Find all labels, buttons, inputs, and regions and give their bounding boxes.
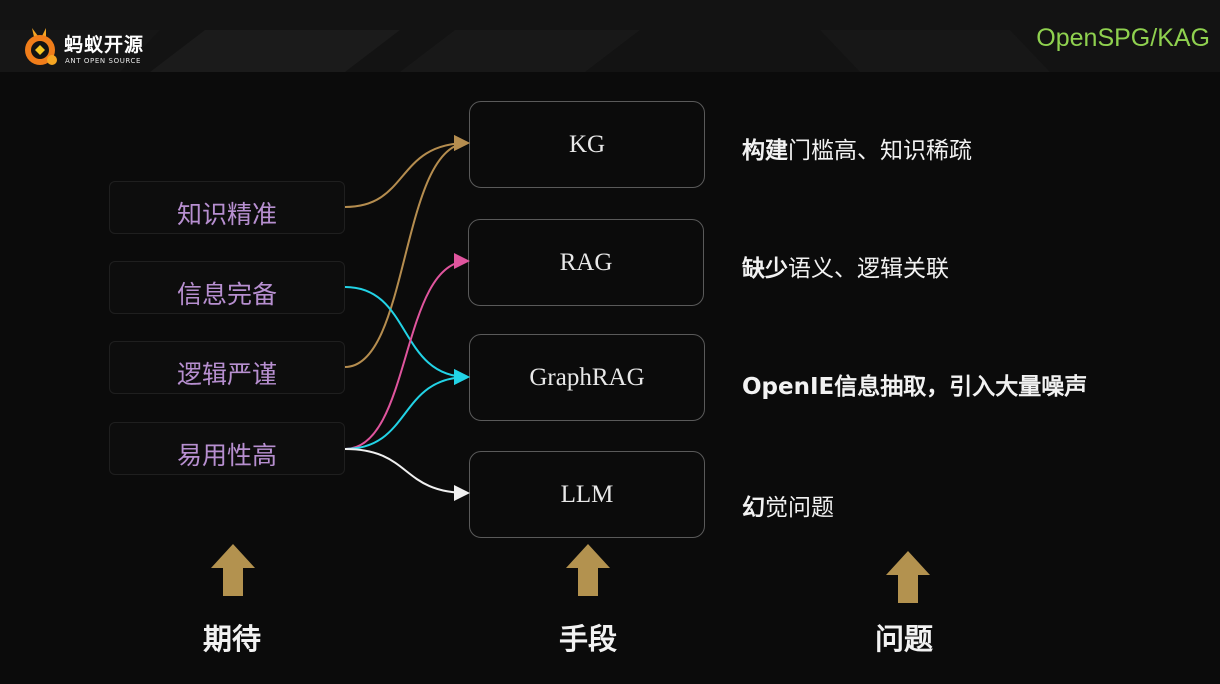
- up-arrow-icon: [886, 551, 930, 603]
- header-bar: 蚂蚁开源 ANT OPEN SOURCE OpenSPG/KAG: [0, 0, 1220, 72]
- expectation-box: [109, 341, 345, 394]
- connector-logic-to-kg: [344, 135, 470, 368]
- problem-rest: 觉问题: [765, 495, 834, 521]
- method-box-llm: LLM: [469, 451, 705, 538]
- problem-strong: 构建: [742, 138, 788, 164]
- expectation-label: 知识精准: [176, 200, 277, 229]
- connector-ease-to-rag: [344, 253, 470, 450]
- method-box-rag: RAG: [468, 219, 704, 306]
- connector-info-to-graphrag: [344, 286, 470, 385]
- problem-rest: 语义、逻辑关联: [788, 256, 949, 282]
- problem-strong: OpenIE信息抽取，引入大量噪声: [742, 374, 1088, 400]
- logo-english-text: ANT OPEN SOURCE: [65, 57, 142, 65]
- ant-open-source-logo: 蚂蚁开源 ANT OPEN SOURCE: [22, 24, 242, 72]
- logo-chinese-text: 蚂蚁开源: [64, 34, 145, 56]
- method-box-kg: KG: [469, 101, 705, 188]
- connector-ease-to-graphrag: [344, 369, 470, 450]
- expectation-box: [109, 181, 345, 234]
- method-box-graphrag: GraphRAG: [469, 334, 705, 421]
- expectation-box: [109, 261, 345, 314]
- problem-text: 缺少语义、逻辑关联: [742, 249, 949, 283]
- connector-knowledge-to-kg: [344, 135, 470, 208]
- up-arrow-icon: [211, 544, 255, 596]
- problem-text: 构建门槛高、知识稀疏: [742, 131, 972, 165]
- expectation-box: [109, 422, 345, 475]
- connector-ease-to-llm: [344, 448, 470, 501]
- brand-title: OpenSPG/KAG: [1036, 24, 1210, 52]
- expectation-label: 逻辑严谨: [176, 360, 277, 389]
- problem-text: OpenIE信息抽取，引入大量噪声: [742, 367, 1087, 401]
- problem-rest: 门槛高、知识稀疏: [788, 138, 972, 164]
- up-arrow-icon: [566, 544, 610, 596]
- expectation-label: 易用性高: [176, 441, 277, 470]
- column-label-problems: 问题: [874, 622, 933, 656]
- expectation-label: 信息完备: [176, 280, 277, 309]
- problem-strong: 幻: [742, 495, 765, 521]
- problem-text: 幻觉问题: [742, 488, 834, 522]
- problem-strong: 缺少: [742, 256, 788, 282]
- column-label-methods: 手段: [558, 622, 617, 656]
- ant-logo-icon: [25, 28, 57, 65]
- column-label-expectations: 期待: [202, 622, 261, 656]
